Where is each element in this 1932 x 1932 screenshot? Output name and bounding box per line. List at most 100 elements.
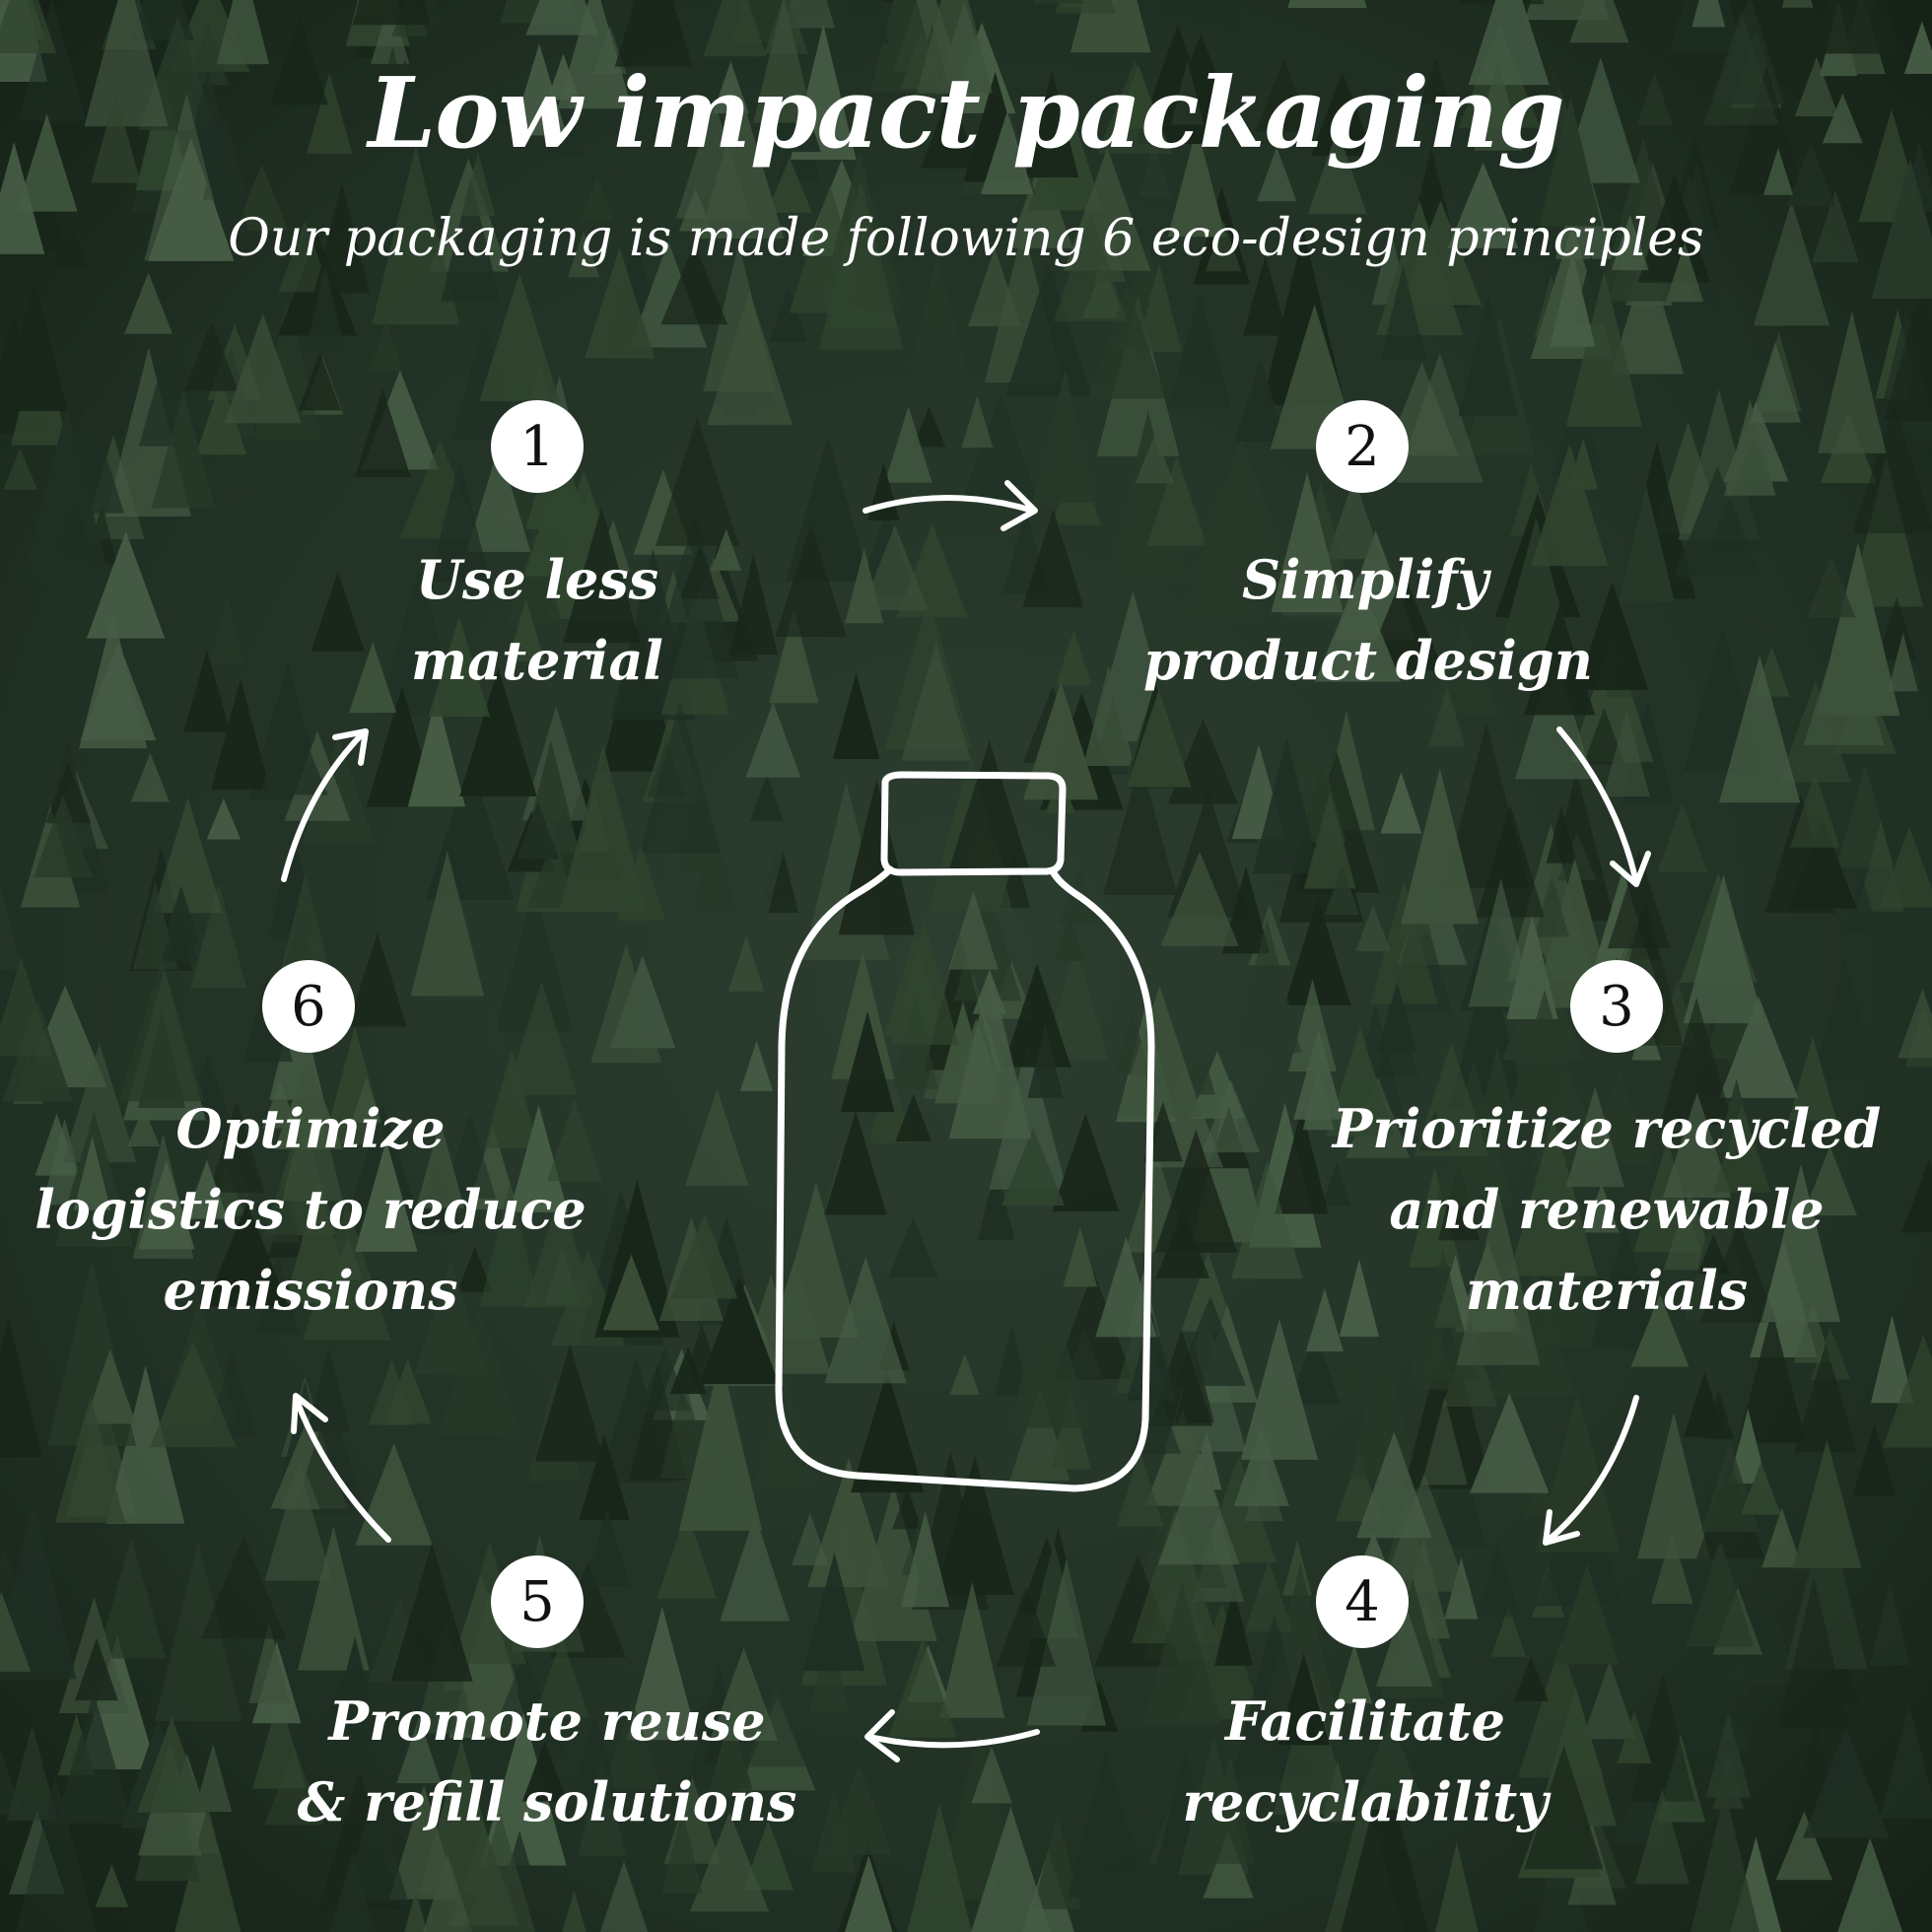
tree-shape	[1183, 1039, 1215, 1095]
tree-shape	[1307, 128, 1367, 214]
tree-shape	[590, 943, 662, 1064]
step-3-line-3: materials	[1465, 1259, 1749, 1322]
step-2-line-1: Simplify	[1241, 548, 1489, 611]
tree-shape	[1554, 1563, 1620, 1665]
tree-shape	[1271, 472, 1344, 613]
tree-shape	[1203, 1831, 1254, 1898]
tree-shape	[803, 1552, 865, 1672]
tree-shape	[1050, 1389, 1091, 1470]
tree-shape	[1893, 68, 1932, 149]
tree-shape	[1146, 456, 1208, 546]
tree-shape	[130, 752, 170, 802]
tree-shape	[1288, 1332, 1342, 1405]
tree-shape	[1116, 1450, 1164, 1527]
step-6-line-2: logistics to reduce	[34, 1178, 586, 1241]
tree-shape	[1686, 1540, 1755, 1647]
tree-shape	[1087, 282, 1166, 399]
tree-shape	[1167, 292, 1232, 408]
tree-shape	[680, 544, 720, 599]
tree-shape	[507, 598, 545, 662]
tree-shape	[1032, 0, 1083, 4]
tree-shape	[1536, 1214, 1601, 1347]
tree-shape	[95, 1864, 129, 1907]
tree-shape	[1201, 1079, 1261, 1153]
tree-shape	[1590, 1224, 1660, 1349]
tree-shape	[0, 141, 45, 254]
tree-shape	[895, 1093, 932, 1142]
tree-shape	[396, 1717, 442, 1784]
tree-shape	[354, 387, 411, 478]
tree-shape	[1603, 710, 1650, 797]
tree-shape	[728, 553, 779, 656]
tree-shape	[1428, 686, 1466, 747]
tree-shape	[1399, 200, 1483, 306]
tree-shape	[260, 1181, 301, 1243]
step-5-badge: 5	[491, 1555, 584, 1648]
tree-shape	[1233, 1426, 1289, 1506]
tree-shape	[1888, 633, 1919, 692]
tree-shape	[584, 1508, 631, 1587]
tree-shape	[1420, 57, 1451, 104]
tree-shape	[1337, 1643, 1372, 1704]
tree-shape	[456, 1246, 493, 1293]
step-1-line-2: material	[411, 629, 663, 692]
tree-shape	[376, 58, 435, 153]
tree-shape	[347, 932, 407, 1027]
cycle-arrow-icon	[1543, 1395, 1639, 1546]
tree-shape	[703, 0, 767, 57]
tree-shape	[313, 182, 371, 294]
tree-shape	[1138, 141, 1171, 198]
tree-shape	[1901, 1158, 1932, 1233]
tree-shape	[901, 1511, 950, 1608]
tree-shape	[451, 322, 518, 441]
tree-shape	[1761, 1163, 1841, 1323]
tree-shape	[84, 0, 169, 127]
tree-shape	[1458, 294, 1519, 417]
tree-shape	[1023, 681, 1099, 800]
tree-shape	[1812, 190, 1859, 263]
tree-shape	[1790, 772, 1840, 848]
tree-shape	[1082, 665, 1135, 766]
tree-shape	[1569, 0, 1629, 43]
tree-shape	[1691, 0, 1726, 28]
tree-shape	[1813, 957, 1878, 1080]
tree-shape	[1141, 1582, 1222, 1726]
tree-shape	[1095, 1236, 1157, 1338]
tree-shape	[183, 650, 231, 732]
tree-shape	[372, 145, 460, 325]
step-6-label: Optimize logistics to reduce emissions	[15, 1088, 606, 1331]
tree-shape	[378, 566, 460, 716]
tree-shape	[62, 1043, 137, 1163]
tree-shape	[1068, 1746, 1145, 1898]
tree-shape	[832, 672, 880, 760]
tree-shape	[1025, 70, 1079, 177]
tree-shape	[1775, 1811, 1833, 1881]
tree-shape	[1657, 802, 1707, 872]
tree-shape	[1447, 162, 1519, 248]
tree-shape	[971, 1746, 1012, 1804]
tree-shape	[154, 1540, 242, 1722]
tree-shape	[1703, 1390, 1734, 1440]
tree-shape	[1837, 1837, 1903, 1932]
tree-shape	[1052, 1113, 1120, 1211]
tree-shape	[410, 851, 485, 997]
tree-shape	[1234, 359, 1286, 442]
tree-shape	[1741, 1462, 1781, 1515]
tree-shape	[579, 177, 615, 221]
tree-shape	[1116, 986, 1204, 1118]
tree-shape	[1353, 1717, 1426, 1810]
tree-shape	[1852, 1423, 1897, 1496]
tree-shape	[1033, 1812, 1082, 1909]
tree-shape	[638, 1346, 691, 1412]
step-4-badge: 4	[1316, 1555, 1409, 1648]
tree-shape	[892, 1488, 923, 1530]
tree-shape	[808, 1631, 851, 1712]
tree-shape	[1293, 1029, 1344, 1120]
tree-shape	[75, 1637, 118, 1701]
tree-shape	[768, 853, 798, 914]
tree-shape	[195, 380, 247, 455]
tree-shape	[1666, 242, 1704, 303]
step-5-line-2: & refill solutions	[297, 1770, 797, 1833]
tree-shape	[1513, 1655, 1549, 1701]
